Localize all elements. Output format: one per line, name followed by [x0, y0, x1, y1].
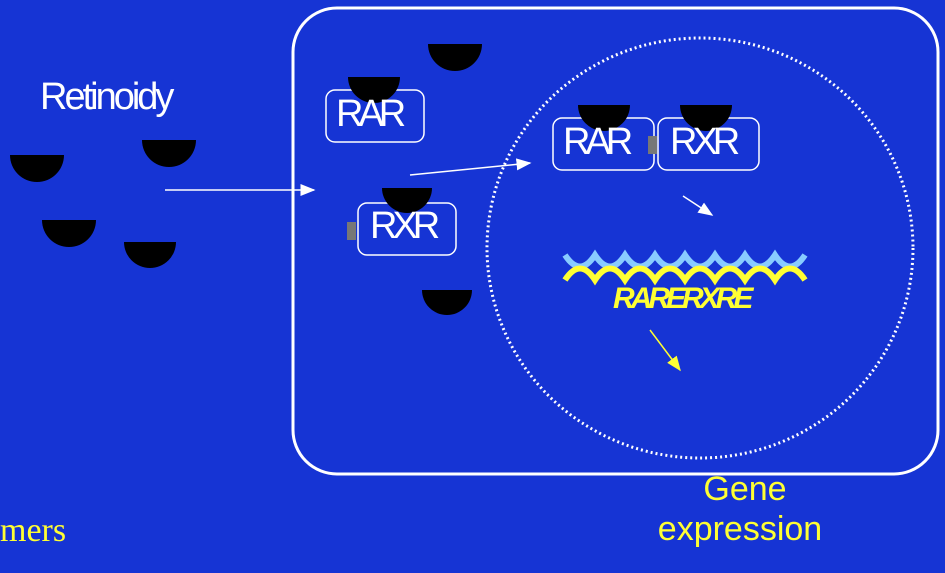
bound-ligand: [680, 105, 732, 131]
retinoid-ligand: [42, 220, 96, 247]
bound-ligand: [578, 105, 630, 131]
retinoid-ligand: [142, 140, 196, 167]
dna-helix: [562, 249, 808, 286]
retinoid-label: Retinoidy: [40, 76, 174, 118]
bound-ligand: [348, 77, 400, 103]
rar-label: RAR: [336, 93, 406, 135]
rxr-label: RXR: [670, 121, 740, 163]
response-element-label: RARERXRE: [613, 282, 753, 315]
nuclear-import-arrow: [409, 158, 532, 176]
retinoid-ligand: [428, 44, 482, 71]
rxr-label: RXR: [370, 205, 440, 247]
retinoid-ligand: [124, 242, 176, 268]
bound-ligand: [382, 188, 432, 213]
cell-membrane: [291, 6, 940, 476]
gene-label: Gene: [703, 470, 787, 508]
nucleus-boundary: [485, 36, 915, 460]
partial-text-label: mers: [0, 512, 67, 549]
retinoid-ligand: [422, 290, 472, 315]
rar-label: RAR: [563, 121, 633, 163]
expression-arrow: [649, 329, 681, 372]
expression-label: expression: [657, 510, 823, 548]
dna-binding-arrow: [682, 195, 714, 216]
dimerization-domain: [347, 222, 356, 240]
dimerization-domain: [648, 136, 657, 154]
retinoid-ligand: [10, 155, 64, 182]
